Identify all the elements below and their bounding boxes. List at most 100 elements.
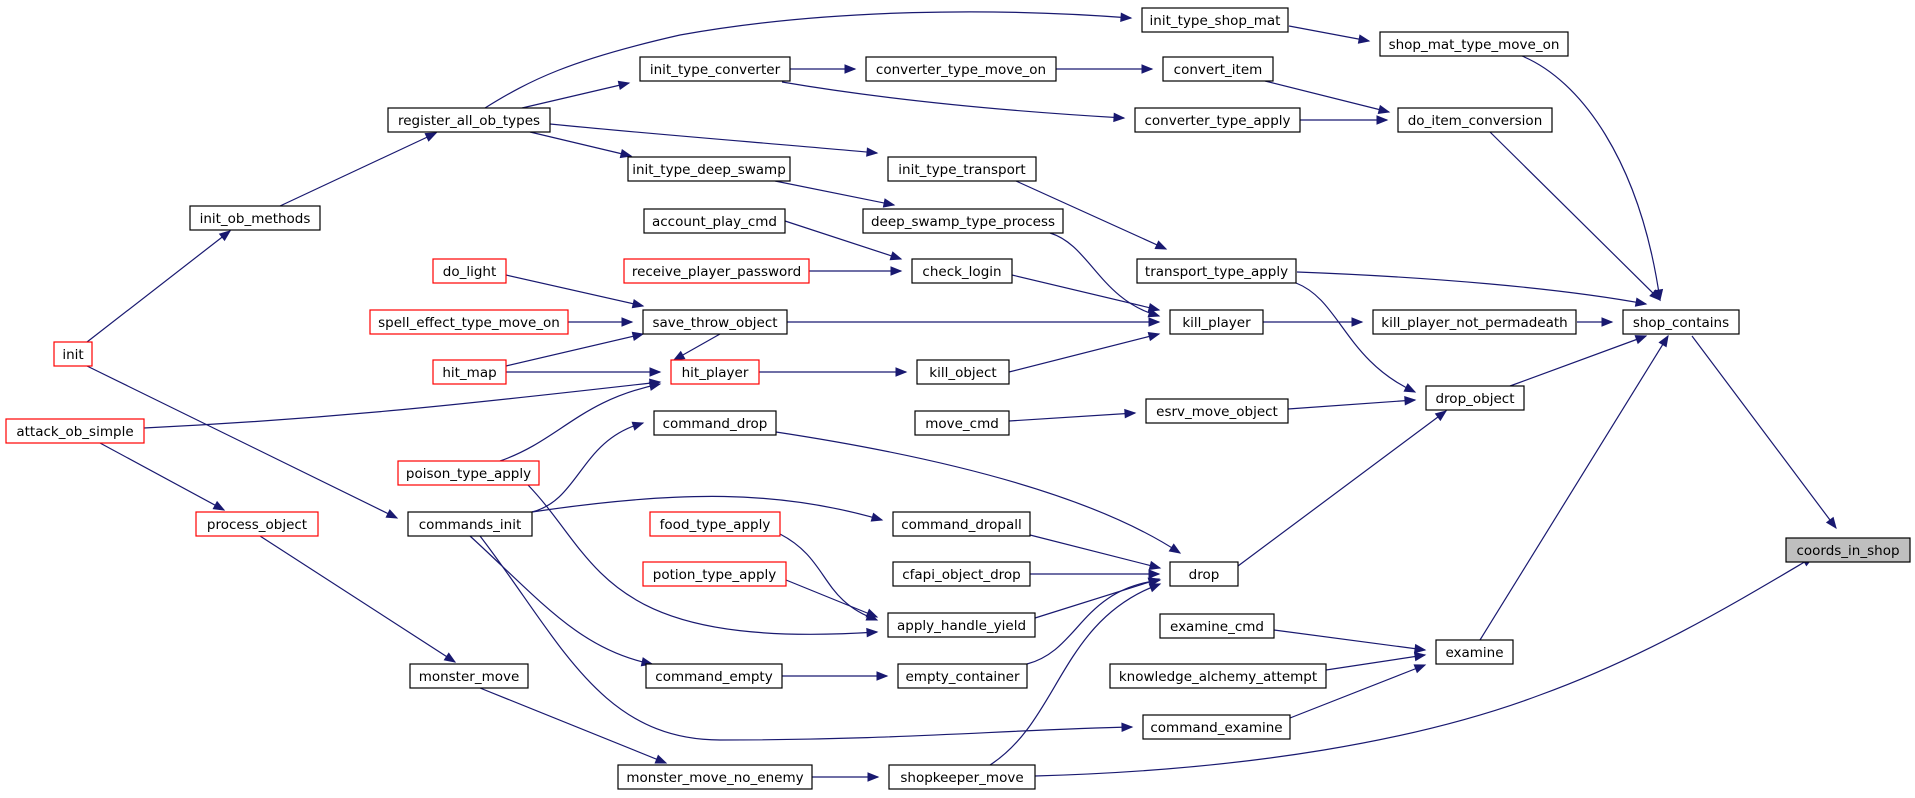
node-init-type-shop-mat[interactable]: init_type_shop_mat [1141,7,1289,33]
node-attack-ob-simple[interactable]: attack_ob_simple [5,418,145,444]
node-box [407,511,533,537]
edge-monster_move_no_enemy-to-shopkeeper_move [812,772,880,782]
node-init[interactable]: init [53,341,93,367]
node-label: init_ob_methods [200,211,311,227]
node-deep-swamp-type-process[interactable]: deep_swamp_type_process [862,208,1064,234]
node-spell-effect-type-move-on[interactable]: spell_effect_type_move_on [369,309,569,335]
node-transport-type-apply[interactable]: transport_type_apply [1136,258,1297,284]
node-register-all-ob-types[interactable]: register_all_ob_types [387,107,551,133]
node-box [639,56,791,82]
node-label: shop_mat_type_move_on [1389,37,1560,53]
node-drop[interactable]: drop [1169,561,1239,587]
node-init-ob-methods[interactable]: init_ob_methods [189,205,321,231]
node-cfapi-object-drop[interactable]: cfapi_object_drop [892,561,1031,587]
node-label: coords_in_shop [1796,543,1899,559]
node-box [1425,385,1525,411]
node-box [1169,309,1264,335]
node-shop-mat-type-move-on[interactable]: shop_mat_type_move_on [1379,31,1569,57]
node-check-login[interactable]: check_login [911,258,1013,284]
node-account-play-cmd[interactable]: account_play_cmd [643,208,786,234]
node-kill-player-not-permadeath[interactable]: kill_player_not_permadeath [1372,309,1577,335]
node-do-item-conversion[interactable]: do_item_conversion [1397,107,1553,133]
node-apply-handle-yield[interactable]: apply_handle_yield [887,612,1036,638]
node-box [432,359,507,385]
node-box [1134,107,1301,133]
node-move-cmd[interactable]: move_cmd [914,410,1010,436]
node-monster-move[interactable]: monster_move [409,663,529,689]
edge-commands_init-to-command_drop [531,421,645,513]
node-init-type-converter[interactable]: init_type_converter [639,56,791,82]
node-command-drop[interactable]: command_drop [653,410,777,436]
node-box [1141,7,1289,33]
node-drop-object[interactable]: drop_object [1425,385,1525,411]
node-kill-object[interactable]: kill_object [916,359,1010,385]
node-hit-map[interactable]: hit_map [432,359,507,385]
node-label: apply_handle_yield [897,618,1026,634]
node-box [670,359,760,385]
node-process-object[interactable]: process_object [195,511,319,537]
node-receive-player-password[interactable]: receive_player_password [623,258,810,284]
node-save-throw-object[interactable]: save_throw_object [642,309,788,335]
node-box [387,107,551,133]
node-box [369,309,569,335]
node-label: do_light [443,264,497,280]
node-label: command_drop [663,416,768,432]
node-box [645,663,783,689]
node-box [1372,309,1577,335]
node-hit-player[interactable]: hit_player [670,359,760,385]
node-box [397,460,540,486]
node-label: kill_player_not_permadeath [1381,315,1567,331]
node-converter-type-apply[interactable]: converter_type_apply [1134,107,1301,133]
edge-hit_player-to-kill_object [759,367,908,377]
node-label: register_all_ob_types [398,113,540,129]
node-label: transport_type_apply [1145,264,1288,280]
node-command-empty[interactable]: command_empty [645,663,783,689]
node-box [892,561,1031,587]
node-commands-init[interactable]: commands_init [407,511,533,537]
node-examine[interactable]: examine [1435,639,1514,665]
node-do-light[interactable]: do_light [432,258,507,284]
node-shopkeeper-move[interactable]: shopkeeper_move [888,764,1036,790]
node-kill-player[interactable]: kill_player [1169,309,1264,335]
node-box [195,511,319,537]
node-label: process_object [207,517,307,533]
edge-commands_init-to-command_empty [469,535,654,667]
edge-register_all_ob_types-to-init_type_deep_swamp [529,131,633,159]
node-label: hit_player [682,365,749,381]
node-init-type-deep-swamp[interactable]: init_type_deep_swamp [627,156,791,182]
edge-cfapi_object_drop-to-drop [1030,569,1161,579]
node-coords-in-shop[interactable]: coords_in_shop [1785,537,1911,563]
node-box [865,56,1057,82]
edge-convert_item-to-do_item_conversion [1264,80,1391,115]
edge-save_throw_object-to-kill_player [787,317,1161,327]
edge-poison_type_apply-to-hit_player [499,381,662,462]
node-label: init_type_transport [898,162,1025,178]
node-init-type-transport[interactable]: init_type_transport [887,156,1037,182]
node-examine-cmd[interactable]: examine_cmd [1159,613,1275,639]
node-command-dropall[interactable]: command_dropall [892,511,1031,537]
node-shop-contains[interactable]: shop_contains [1622,309,1740,335]
node-convert-item[interactable]: convert_item [1162,56,1274,82]
edge-command_dropall-to-drop [1029,534,1162,571]
node-label: food_type_apply [660,517,771,533]
node-esrv-move-object[interactable]: esrv_move_object [1145,398,1289,424]
node-potion-type-apply[interactable]: potion_type_apply [642,561,787,587]
node-box [887,612,1036,638]
node-box [642,561,787,587]
node-empty-container[interactable]: empty_container [897,663,1028,689]
node-converter-type-move-on[interactable]: converter_type_move_on [865,56,1057,82]
edge-potion_type_apply-to-apply_handle_yield [785,579,879,618]
edge-do_light-to-save_throw_object [505,274,645,309]
edge-shopkeeper_move-to-drop [989,583,1162,766]
node-label: deep_swamp_type_process [871,214,1055,230]
node-label: examine [1445,645,1503,661]
node-monster-move-no-enemy[interactable]: monster_move_no_enemy [617,764,813,790]
node-knowledge-alchemy-attempt[interactable]: knowledge_alchemy_attempt [1109,663,1327,689]
edge-hit_map-to-hit_player [506,367,662,377]
node-box [1162,56,1274,82]
node-label: init_type_deep_swamp [632,162,786,178]
node-poison-type-apply[interactable]: poison_type_apply [397,460,540,486]
node-food-type-apply[interactable]: food_type_apply [649,511,781,537]
node-command-examine[interactable]: command_examine [1142,714,1291,740]
